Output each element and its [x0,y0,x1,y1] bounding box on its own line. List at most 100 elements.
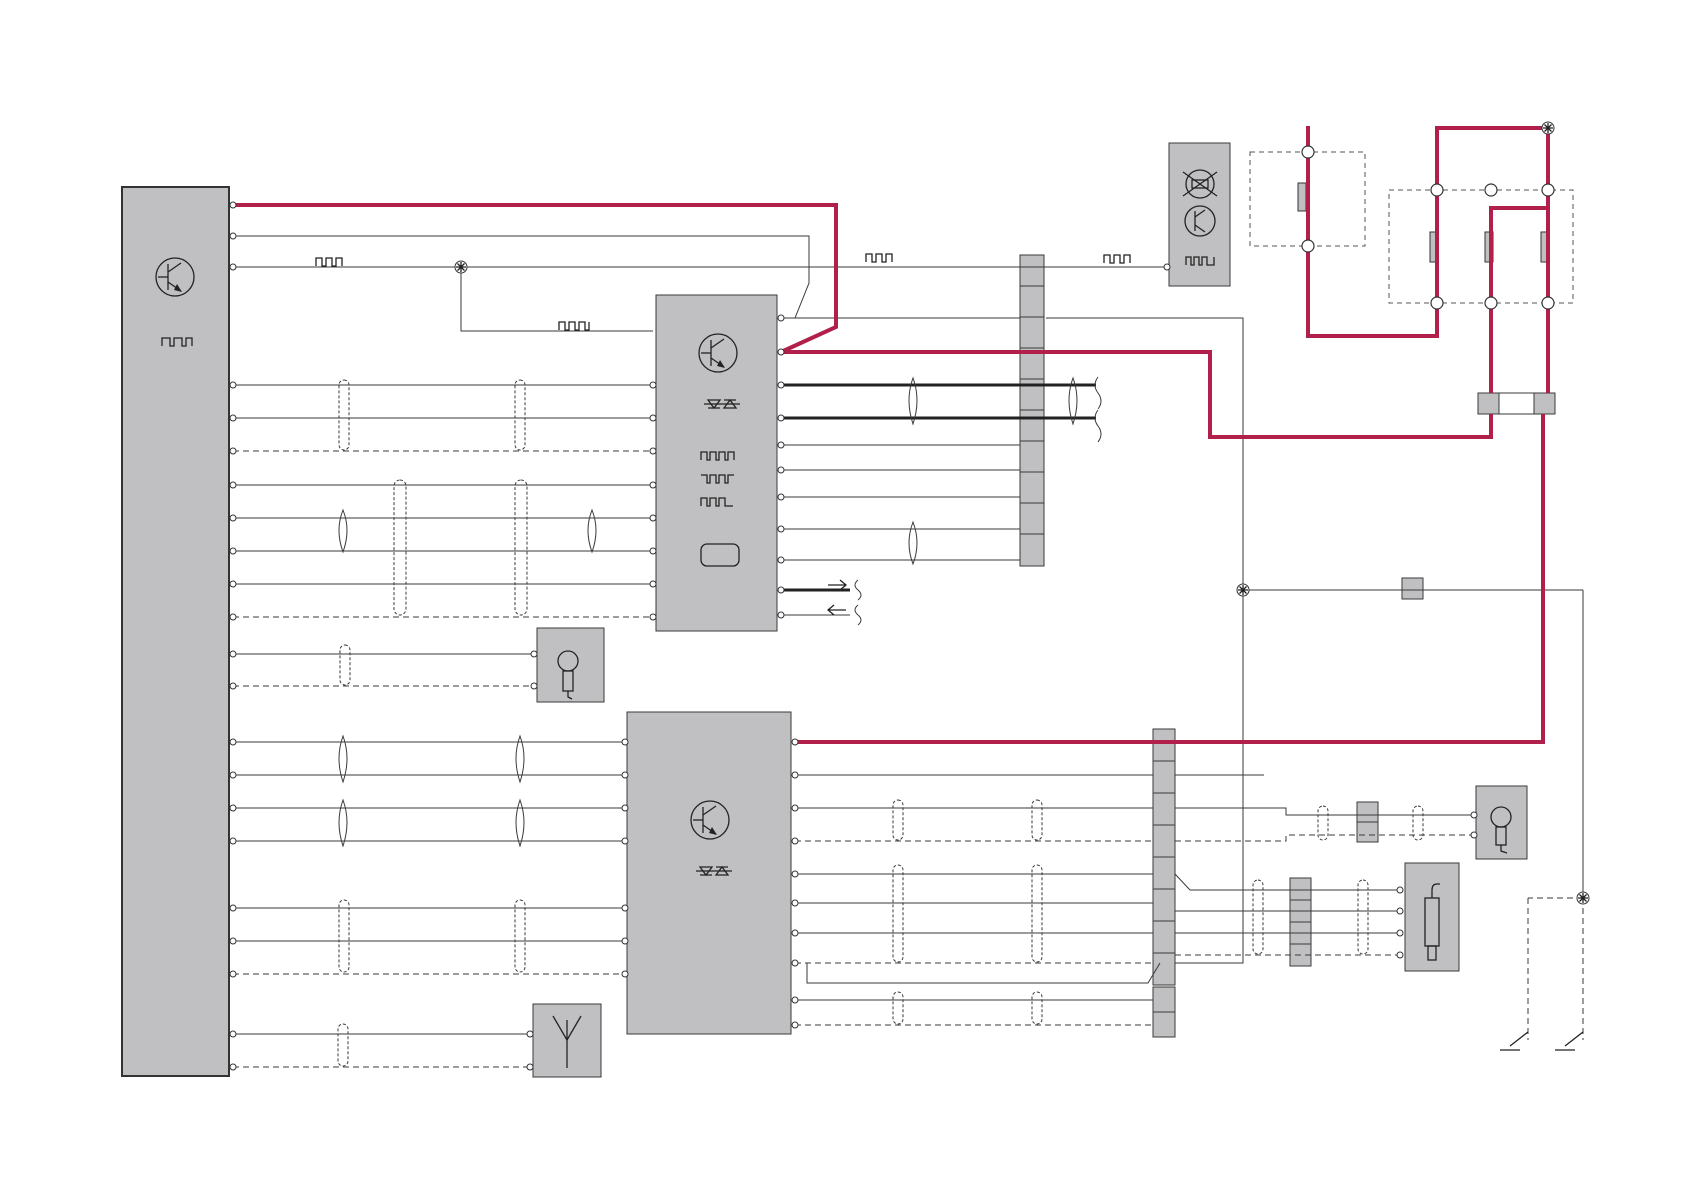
terminal-pin [230,548,236,554]
terminal-pin [622,971,628,977]
control-module-upper[interactable] [656,295,777,631]
terminal-pin [650,548,656,554]
terminal-pin [1471,832,1477,838]
microphone-unit-left[interactable] [537,628,604,702]
terminal-pin [778,349,784,355]
antenna-unit[interactable] [533,1004,601,1077]
terminal-pin [622,838,628,844]
fuse-nodes [1302,146,1554,309]
terminal-pin [1397,952,1403,958]
terminal-pin [230,1064,236,1070]
terminal-pin [230,581,236,587]
terminal-pin [650,515,656,521]
connector-cavity [1153,729,1175,761]
terminal-pin [230,482,236,488]
inline-connector[interactable] [1402,578,1423,599]
fuse-icon [1298,183,1306,211]
terminal-pin [230,838,236,844]
connector-cavity [1153,857,1175,889]
control-module-lower[interactable] [627,712,791,1034]
terminal-pin [527,1031,533,1037]
connector-cavity [1020,255,1044,286]
connector-cavity [1290,878,1311,900]
connector-jack[interactable] [1290,878,1311,966]
terminal-pin [230,651,236,657]
terminal-pin [230,515,236,521]
terminal-pin [230,448,236,454]
connector-cavity [1020,317,1044,348]
terminal-pin [778,612,784,618]
connector-cavity [1020,410,1044,441]
terminal-pin [622,739,628,745]
terminal-pin [778,315,784,321]
terminal-pin [650,382,656,388]
terminal-pin [622,905,628,911]
terminal-pin [1397,908,1403,914]
connector-cavity [1153,921,1175,953]
microphone-unit-right[interactable] [1476,786,1527,859]
terminal-pin [778,442,784,448]
terminal-pin [622,805,628,811]
terminal-pin [778,382,784,388]
connector-lower[interactable] [1153,729,1175,1037]
connector-upper[interactable] [1020,255,1044,566]
terminal-pin [778,467,784,473]
terminal-pin [650,614,656,620]
terminal-pin [230,938,236,944]
terminal-pin [650,581,656,587]
terminal-pin [792,871,798,877]
connector-cavity [1020,472,1044,503]
terminal-pin [778,557,784,563]
terminal-pin [792,930,798,936]
terminal-pin [792,838,798,844]
terminal-pin [1164,264,1170,270]
connector-cavity [1020,286,1044,317]
connector-cavity [1153,761,1175,793]
terminal-pin [230,382,236,388]
connector-mic[interactable] [1357,802,1378,842]
terminal-pin [792,900,798,906]
connector-cavity [1153,825,1175,857]
terminal-pin [792,1022,798,1028]
power-wires [233,126,1548,742]
terminal-pin [230,739,236,745]
terminal-pin [527,1064,533,1070]
terminal-pin [230,1031,236,1037]
connector-cavity [1153,793,1175,825]
terminal-pin [1397,930,1403,936]
terminal-pin [778,526,784,532]
terminal-pin [792,739,798,745]
terminal-pin [792,997,798,1003]
terminal-pin [531,683,537,689]
connector-cavity [1020,441,1044,472]
terminal-pin [650,482,656,488]
terminal-pin [650,448,656,454]
terminal-pin [1397,887,1403,893]
terminal-pin [622,772,628,778]
terminal-pin [230,264,236,270]
terminal-pin [230,971,236,977]
connector-cavity [1020,534,1044,566]
headphone-jack-unit[interactable] [1405,863,1459,971]
terminal-pin [230,202,236,208]
terminal-pin [622,938,628,944]
wiring [233,152,1583,1067]
terminal-pin [531,651,537,657]
terminal-pin [230,683,236,689]
terminal-pin [778,494,784,500]
connector-fuse-bottom[interactable] [1478,393,1555,414]
terminal-pin [792,772,798,778]
terminal-pin [792,805,798,811]
terminal-pin [1471,812,1477,818]
terminal-pin [650,415,656,421]
terminal-pin [230,614,236,620]
terminal-pin [230,905,236,911]
terminal-pin [230,415,236,421]
control-module-main[interactable] [122,187,229,1076]
terminal-pin [778,415,784,421]
connector-cavity [1153,987,1175,1012]
connector-cavity [1153,889,1175,921]
connector-cavity [1020,503,1044,534]
lamp-transistor-unit[interactable] [1169,143,1230,286]
